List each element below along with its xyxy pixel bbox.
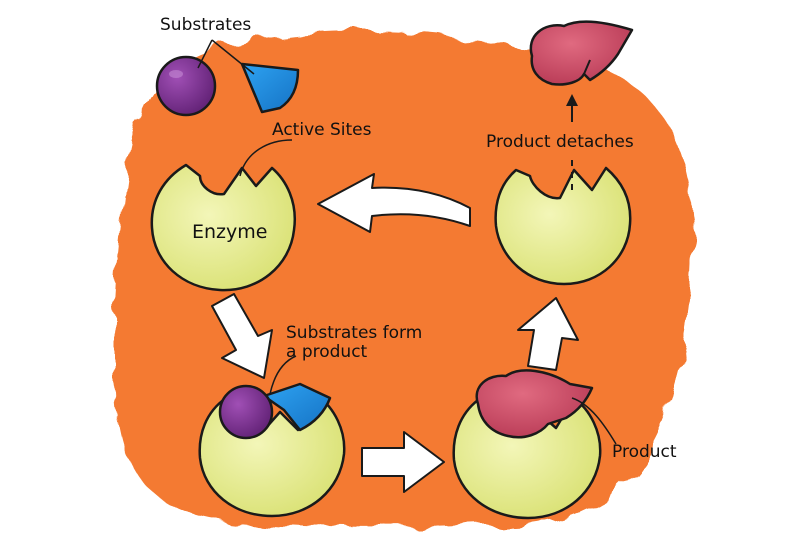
label-enzyme: Enzyme bbox=[192, 221, 267, 243]
product-pointer-line bbox=[571, 397, 617, 445]
label-active-sites: Active Sites bbox=[272, 120, 372, 140]
block-arrow-icon bbox=[211, 293, 273, 379]
purple-sphere-icon bbox=[218, 384, 274, 440]
enzyme-top-right bbox=[494, 166, 632, 286]
label-substrates: Substrates bbox=[160, 15, 251, 35]
product-molecule-icon bbox=[475, 369, 594, 439]
substrates-pointer-line bbox=[197, 39, 255, 75]
product-bound bbox=[475, 369, 594, 439]
arrow-down-left bbox=[211, 293, 273, 379]
block-arrow-icon bbox=[517, 297, 579, 371]
substrate-sphere-bound bbox=[218, 384, 274, 440]
arrow-bottom-left-to-right bbox=[361, 431, 445, 493]
active-sites-pointer-line bbox=[239, 139, 293, 177]
blue-wedge-icon bbox=[240, 62, 300, 114]
enzyme-body bbox=[494, 166, 632, 286]
substrate-sphere-free bbox=[155, 55, 217, 117]
blue-wedge-icon bbox=[262, 382, 332, 432]
arrow-up-right bbox=[517, 297, 579, 371]
label-product: Product bbox=[612, 442, 677, 462]
arrow-right-to-left-top bbox=[317, 173, 471, 233]
enzyme-body bbox=[150, 163, 297, 292]
product-molecule-icon bbox=[529, 20, 634, 86]
purple-sphere-icon bbox=[155, 55, 217, 117]
label-substrates-form-line1: Substrates form bbox=[286, 323, 422, 343]
label-substrates-form-line2: a product bbox=[286, 342, 368, 362]
substrates-form-pointer-line bbox=[269, 355, 297, 395]
substrate-wedge-free bbox=[240, 62, 300, 114]
block-arrow-icon bbox=[317, 173, 471, 233]
enzyme-top-left bbox=[150, 163, 297, 292]
label-product-detaches: Product detaches bbox=[486, 132, 634, 152]
product-released bbox=[529, 20, 634, 86]
substrate-wedge-bound bbox=[262, 382, 332, 432]
block-arrow-icon bbox=[361, 431, 445, 493]
detach-arrow bbox=[566, 94, 578, 190]
